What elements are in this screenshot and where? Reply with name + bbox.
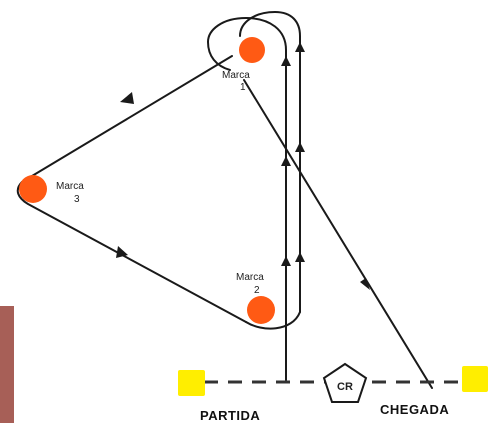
mark-2-dot [247,296,275,324]
arrow-up-4 [295,42,305,52]
start-endpoint-marker [178,370,205,396]
outer-loop-line [207,17,287,381]
mark-3-number: 3 [74,194,80,205]
mark-3-dot [19,175,47,203]
mark-3: Marca 3 [19,175,84,205]
mark-2-number: 2 [254,285,260,296]
course-lines [16,11,433,389]
arrow-leg-1-to-3 [120,92,134,104]
mark-2: Marca 2 [236,272,275,324]
finish-label: CHEGADA [380,402,449,417]
cr-label: CR [337,381,353,393]
start-label: PARTIDA [200,408,260,423]
mark-1-dot [239,37,265,63]
arrow-up-3 [281,256,291,266]
finish-endpoint-marker [462,366,488,392]
arrow-up-5 [295,142,305,152]
left-edge-strip [0,306,14,423]
cr-pentagon: CR [322,362,368,403]
mark-1: Marca 1 [222,37,265,93]
inner-up-line [239,11,301,313]
arrow-up-6 [295,252,305,262]
diagonal-to-finish [243,79,433,389]
arrow-diagonal [360,278,370,290]
arrow-up-2 [281,156,291,166]
leg-1-to-3 [21,55,233,183]
direction-arrows [116,42,370,290]
arrow-up-1 [281,56,291,66]
marca-2-turn [245,311,301,330]
mark-1-number: 1 [240,82,246,93]
arrow-leg-3-to-2 [116,246,128,258]
mark-3-label: Marca [56,181,84,192]
pentagon-icon [322,362,368,403]
leg-3-to-2 [16,181,247,323]
mark-2-label: Marca [236,272,264,283]
mark-1-label: Marca [222,70,250,81]
